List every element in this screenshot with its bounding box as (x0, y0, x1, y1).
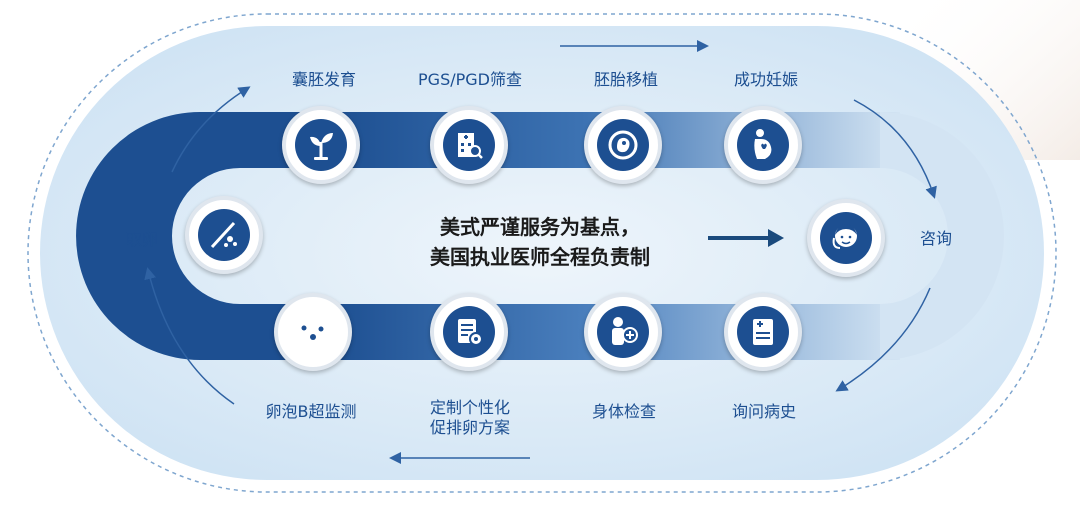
band-curve (76, 112, 341, 360)
transfer-label: 胚胎移植 (593, 70, 658, 89)
protocol-node (430, 293, 508, 371)
exam-label: 身体检查 (591, 402, 656, 421)
arrow-left-up (171, 86, 251, 173)
transfer-node (584, 106, 662, 184)
protocol-label-line1: 定制个性化 (429, 398, 510, 417)
medical-record-icon (737, 306, 789, 358)
sprout-icon (295, 119, 347, 171)
pgs-label: PGS/PGD筛查 (418, 70, 522, 89)
center-line-2: 美国执业医师全程负责制 (430, 245, 650, 269)
hospital-search-icon (443, 119, 495, 171)
consult-node (807, 199, 885, 277)
pregnancy-label: 成功妊娠 (733, 70, 798, 89)
doctor-avatar-icon (820, 212, 872, 264)
ultrasound-node (274, 293, 352, 371)
pregnant-heart-icon (737, 119, 789, 171)
center-statement: 美式严谨服务为基点， 美国执业医师全程负责制 (360, 212, 720, 272)
history-label: 询问病史 (731, 402, 796, 421)
culture-label: 囊胚发育 (291, 70, 356, 89)
needle-icon (198, 209, 250, 261)
center-arrow-head (768, 229, 784, 247)
embryo-icon (597, 119, 649, 171)
arrow-right-up (835, 287, 931, 392)
ultrasound-label: 卵泡B超监测 (265, 402, 357, 421)
document-gear-icon (443, 306, 495, 358)
center-line-1: 美式严谨服务为基点， (440, 215, 640, 239)
arrow-left-down (144, 267, 235, 405)
pregnancy-node (724, 106, 802, 184)
consult-label: 咨询 (919, 229, 952, 248)
history-node (724, 293, 802, 371)
protocol-label: 定制个性化 促排卵方案 (420, 398, 520, 438)
protocol-label-line2: 促排卵方案 (429, 418, 510, 437)
retrieval-label: 取卵 (125, 230, 158, 249)
follicle-dots-icon (287, 306, 339, 358)
band-right-curve (880, 112, 1004, 360)
pgs-node (430, 106, 508, 184)
exam-node (584, 293, 662, 371)
outer-dashed-border (27, 13, 1057, 493)
person-plus-icon (597, 306, 649, 358)
culture-node (282, 106, 360, 184)
arrow-right-down (853, 99, 937, 199)
retrieval-node (185, 196, 263, 274)
